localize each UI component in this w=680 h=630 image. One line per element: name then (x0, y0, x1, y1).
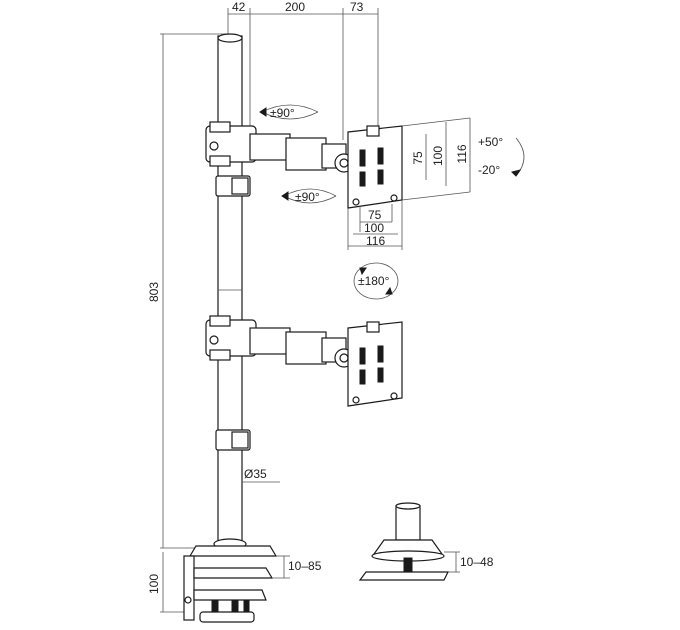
tilt-down-label: -20° (478, 163, 500, 177)
swivel-mid-label: ±90° (295, 190, 320, 204)
rotate-label: ±180° (358, 274, 390, 288)
grommet-mount (358, 502, 449, 581)
vesa-horizontal-75: 75 (368, 208, 382, 222)
vesa-horizontal-100: 100 (364, 221, 384, 235)
dimension-73: 73 (350, 0, 364, 14)
grommet-range-label: 10–48 (460, 555, 494, 569)
vesa-horizontal-116: 116 (366, 234, 385, 248)
swivel-mid-annotation: ±90° (281, 188, 337, 204)
desk-clamp (183, 538, 278, 623)
cable-clip-upper (215, 175, 251, 197)
vesa-vertical-100: 100 (431, 146, 445, 166)
upper-vesa-plate (347, 125, 403, 209)
tilt-annotation: +50° -20° (478, 135, 525, 177)
dimension-100: 100 (147, 574, 161, 594)
tilt-up-label: +50° (478, 135, 503, 149)
swivel-top-label: ±90° (270, 106, 295, 120)
clamp-range-dimension: 10–85 (272, 555, 322, 579)
pole-diameter-label: Ø35 (244, 467, 267, 481)
dimension-803: 803 (147, 282, 161, 302)
grommet-range-dimension: 10–48 (444, 551, 494, 573)
height-dimension: 803 100 (147, 33, 228, 613)
rotate-annotation: ±180° (353, 262, 399, 300)
vesa-vertical-75: 75 (411, 151, 425, 165)
swivel-top-annotation: ±90° (259, 104, 319, 120)
dimension-42: 42 (232, 0, 246, 14)
top-dimensions: 42 200 73 (227, 0, 379, 140)
vesa-vertical-dimensions: 75 100 116 (401, 117, 471, 201)
dimension-200: 200 (285, 0, 305, 14)
vesa-horizontal-dimensions: 75 100 116 (347, 200, 403, 250)
lower-vesa-plate (347, 321, 403, 407)
clamp-range-label: 10–85 (288, 559, 322, 573)
vesa-vertical-116: 116 (455, 144, 469, 163)
lower-arm (205, 315, 354, 368)
cable-clip-lower (215, 429, 251, 451)
upper-arm (205, 121, 354, 173)
